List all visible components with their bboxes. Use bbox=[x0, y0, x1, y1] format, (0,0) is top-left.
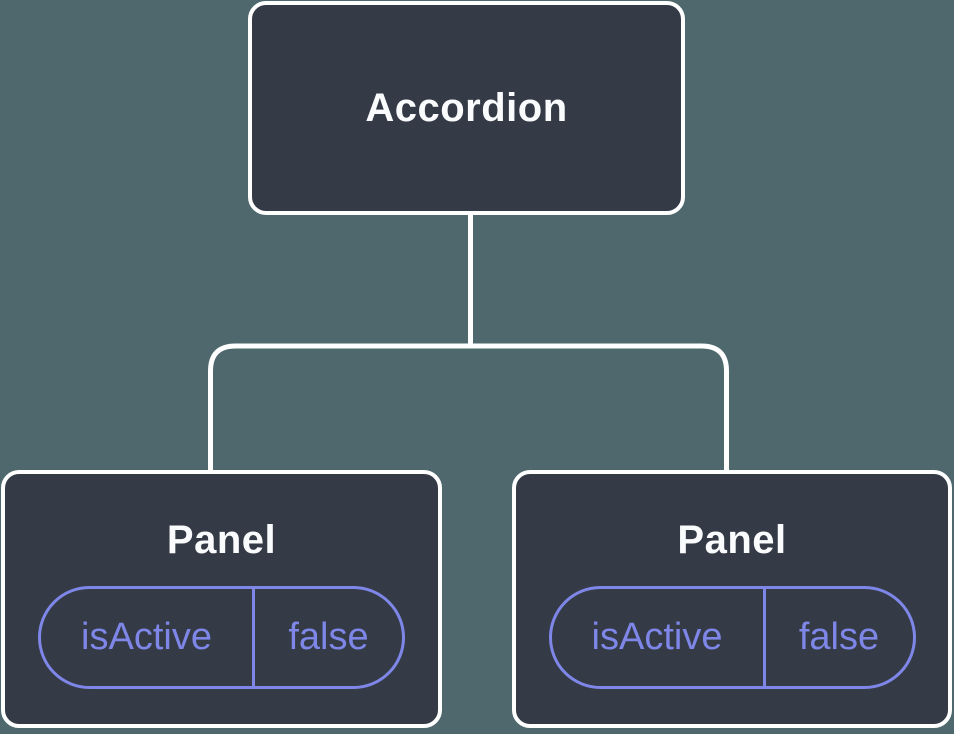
panel-node-left: Panel isActive false bbox=[1, 470, 442, 728]
state-key: isActive bbox=[41, 589, 255, 686]
panel-node-label: Panel bbox=[166, 518, 277, 562]
panel-node-label: Panel bbox=[677, 518, 787, 562]
state-key: isActive bbox=[552, 589, 766, 686]
panel-node-right: Panel isActive false bbox=[512, 470, 952, 728]
state-value: false bbox=[798, 616, 880, 658]
state-value: false bbox=[288, 616, 369, 658]
state-pill: isActive false bbox=[548, 586, 916, 689]
accordion-node-label: Accordion bbox=[365, 85, 568, 130]
accordion-node: Accordion bbox=[248, 1, 685, 215]
state-pill: isActive false bbox=[38, 586, 405, 689]
